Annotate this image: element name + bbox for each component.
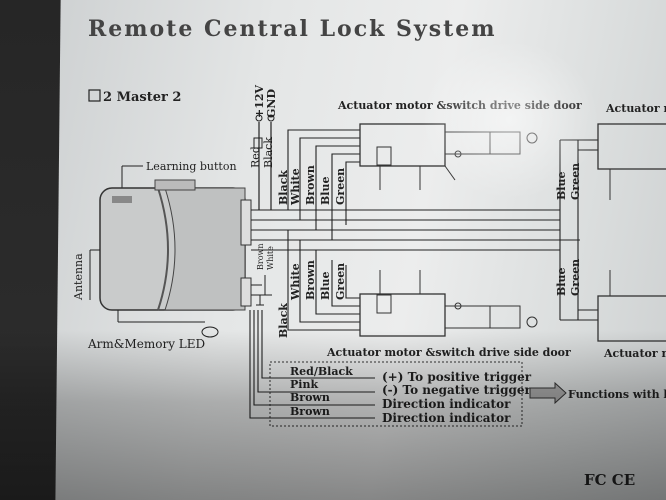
antenna-label: Antenna (72, 253, 85, 301)
power-black-label: Black (262, 137, 275, 168)
output-desc-2: Direction indicator (382, 397, 511, 411)
wire-upper-blue: Blue (319, 177, 332, 205)
wire-brown-small: Brown (256, 243, 265, 270)
power-12v-label: +12V (253, 84, 266, 118)
sheet-title: Remote Central Lock System (88, 16, 497, 42)
fuse-icon (253, 137, 263, 149)
actuator-bottom-left (359, 293, 446, 337)
power-gnd-label: GND (265, 89, 278, 118)
output-color-0: Red/Black (290, 365, 353, 378)
wire-lower-black: Black (277, 303, 290, 338)
wire-lower-brown: Brown (304, 260, 317, 300)
output-desc-0: (+) To positive trigger (382, 370, 532, 384)
wire-upper-white: White (289, 168, 302, 206)
actuator-bottom-right (597, 295, 666, 342)
actuator-top-right (597, 123, 666, 170)
wire-lower-green: Green (334, 263, 347, 300)
right-wire-upper-green: Green (569, 163, 582, 200)
module-lens (157, 187, 169, 311)
wire-upper-green: Green (334, 168, 347, 205)
led-icon (201, 326, 219, 338)
terminal-gnd (267, 114, 275, 122)
certification-marks: FC CE (584, 471, 635, 489)
connector-bottom (240, 277, 252, 307)
learning-button-label: Learning button (146, 160, 237, 173)
wire-upper-black: Black (277, 170, 290, 205)
output-color-2: Brown (290, 391, 330, 404)
output-color-1: Pink (290, 378, 318, 391)
wire-lower-blue: Blue (319, 272, 332, 300)
actuator-bottom-right-label: Actuator m (603, 347, 666, 360)
wire-white-small: White (266, 246, 275, 270)
power-red-label: Red (249, 146, 262, 168)
output-desc-1: (-) To negative trigger (382, 383, 532, 397)
actuator-top-right-label: Actuator m (605, 102, 666, 115)
wire-upper-brown: Brown (304, 165, 317, 205)
output-wires-box (269, 361, 523, 427)
functions-label: Functions with b (568, 388, 666, 401)
actuator-top-left (359, 123, 446, 167)
led-label: Arm&Memory LED (87, 337, 205, 351)
actuator-bottom-left-label: Actuator motor &switch drive side door (326, 346, 571, 359)
output-color-3: Brown (290, 405, 330, 418)
learning-button (112, 196, 132, 203)
model-label: 2 Master 2 (103, 90, 181, 105)
output-desc-3: Direction indicator (382, 411, 511, 425)
right-wire-lower-green: Green (569, 259, 582, 296)
wire-lower-white: White (289, 263, 302, 301)
arrow-right-icon (529, 381, 567, 405)
connector-top (240, 199, 252, 246)
actuator-top-left-label: Actuator motor &switch drive side door (337, 99, 582, 112)
model-checkbox (88, 89, 101, 102)
right-wire-lower-blue: Blue (555, 268, 568, 296)
terminal-12v (255, 114, 263, 122)
right-wire-upper-blue: Blue (555, 172, 568, 200)
